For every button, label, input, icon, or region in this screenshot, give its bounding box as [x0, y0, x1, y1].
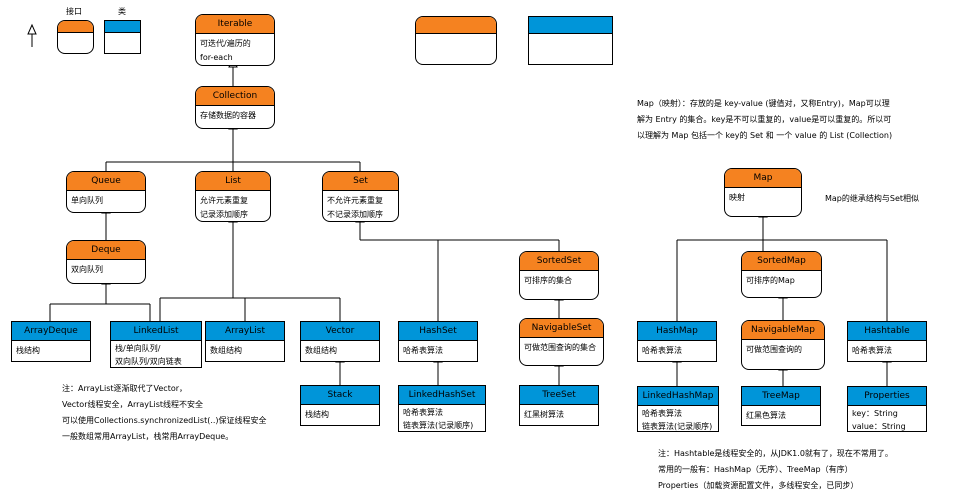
node-title: ArrayDeque [12, 322, 90, 341]
note-map-like-set: Map的继承结构与Set相似 [825, 194, 920, 203]
node-deque: Deque 双向队列 [66, 240, 146, 284]
node-desc: 存储数据的容器 [200, 111, 256, 120]
node-title: Iterable [196, 15, 274, 34]
node-title: List [196, 172, 270, 191]
legend-class-sample [528, 16, 613, 65]
node-arraylist: ArrayList 数组结构 [205, 321, 285, 362]
node-desc: 栈结构 [305, 410, 329, 419]
node-desc: 数组结构 [210, 346, 242, 355]
node-desc: 双向队列 [71, 265, 103, 274]
node-hashtable: Hashtable 哈希表算法 [847, 321, 927, 362]
legend-interface-swatch [57, 20, 94, 54]
node-title: TreeSet [520, 386, 598, 405]
note-map: 注：Hashtable是线程安全的，从JDK1.0就有了，现在不常用了。 常用的… [658, 449, 893, 490]
node-title: Set [323, 172, 398, 191]
node-desc: 哈希表算法 [642, 346, 682, 355]
node-desc: key：String value：String [852, 409, 906, 431]
node-title: ArrayList [206, 322, 284, 341]
legend-interface-label: 接口 [66, 7, 82, 16]
node-desc: 栈结构 [16, 346, 40, 355]
node-title: NavigableMap [742, 321, 824, 340]
node-desc: 不允许元素重复 不记录添加顺序 [327, 196, 383, 219]
node-title: LinkedList [111, 322, 201, 341]
node-title: Map [725, 169, 801, 188]
node-desc: 哈希表算法 [403, 346, 443, 355]
node-title: HashMap [638, 322, 716, 341]
node-map: Map 映射 [724, 168, 802, 217]
node-title: Collection [196, 87, 274, 106]
node-desc: 可排序的集合 [524, 276, 572, 285]
node-linkedhashmap: LinkedHashMap 哈希表算法 链表算法(记录顺序) [637, 386, 719, 432]
node-list: List 允许元素重复 记录添加顺序 [195, 171, 271, 222]
node-title: Deque [67, 241, 145, 260]
node-desc: 可做范围查询的 [746, 345, 802, 354]
node-hashmap: HashMap 哈希表算法 [637, 321, 717, 362]
node-queue: Queue 单向队列 [66, 171, 146, 213]
node-desc: 红黑色算法 [746, 411, 786, 420]
node-title: LinkedHashMap [638, 387, 718, 406]
node-title: TreeMap [742, 387, 820, 406]
node-treemap: TreeMap 红黑色算法 [741, 386, 821, 426]
node-title: LinkedHashSet [399, 386, 485, 405]
node-desc: 可做范围查询的集合 [524, 343, 596, 352]
node-navigableset: NavigableSet 可做范围查询的集合 [519, 318, 604, 366]
legend-interface-sample [415, 16, 497, 65]
node-collection: Collection 存储数据的容器 [195, 86, 275, 129]
node-navigablemap: NavigableMap 可做范围查询的 [741, 320, 825, 370]
node-desc: 允许元素重复 记录添加顺序 [200, 196, 248, 219]
node-sortedmap: SortedMap 可排序的Map [741, 251, 822, 298]
node-title: Queue [67, 172, 145, 191]
node-desc: 单向队列 [71, 196, 103, 205]
node-desc: 哈希表算法 链表算法(记录顺序) [642, 409, 713, 431]
node-title: SortedMap [742, 252, 821, 271]
node-set: Set 不允许元素重复 不记录添加顺序 [322, 171, 399, 222]
node-vector: Vector 数组结构 [300, 321, 380, 362]
node-desc: 可迭代/遍历的 for-each [200, 39, 251, 62]
node-title: Stack [301, 386, 379, 405]
node-hashset: HashSet 哈希表算法 [398, 321, 478, 362]
node-linkedhashset: LinkedHashSet 哈希表算法 链表算法(记录顺序) [398, 385, 486, 432]
note-list: 注：ArrayList逐渐取代了Vector， Vector线程安全，Array… [62, 384, 267, 441]
node-arraydeque: ArrayDeque 栈结构 [11, 321, 91, 362]
node-desc: 映射 [729, 193, 745, 202]
node-desc: 栈/单向队列/ 双向队列/双向链表 [115, 344, 182, 366]
node-properties: Properties key：String value：String [847, 386, 927, 432]
node-desc: 哈希表算法 链表算法(记录顺序) [403, 408, 474, 430]
legend-class-label: 类 [118, 7, 126, 16]
legend-class-swatch [104, 20, 141, 54]
node-desc: 可排序的Map [746, 276, 795, 285]
node-title: SortedSet [520, 252, 598, 271]
node-title: Properties [848, 387, 926, 406]
node-desc: 数组结构 [305, 346, 337, 355]
node-sortedset: SortedSet 可排序的集合 [519, 251, 599, 300]
node-treeset: TreeSet 红黑树算法 [519, 385, 599, 426]
node-desc: 哈希表算法 [852, 346, 892, 355]
node-stack: Stack 栈结构 [300, 385, 380, 426]
node-title: Vector [301, 322, 379, 341]
note-map-intro: Map（映射）：存放的是 key-value (键值对，又称Entry)，Map… [637, 99, 893, 140]
node-iterable: Iterable 可迭代/遍历的 for-each [195, 14, 275, 66]
node-title: Hashtable [848, 322, 926, 341]
node-title: HashSet [399, 322, 477, 341]
node-desc: 红黑树算法 [524, 410, 564, 419]
node-linkedlist: LinkedList 栈/单向队列/ 双向队列/双向链表 [110, 321, 202, 368]
node-title: NavigableSet [520, 319, 603, 338]
